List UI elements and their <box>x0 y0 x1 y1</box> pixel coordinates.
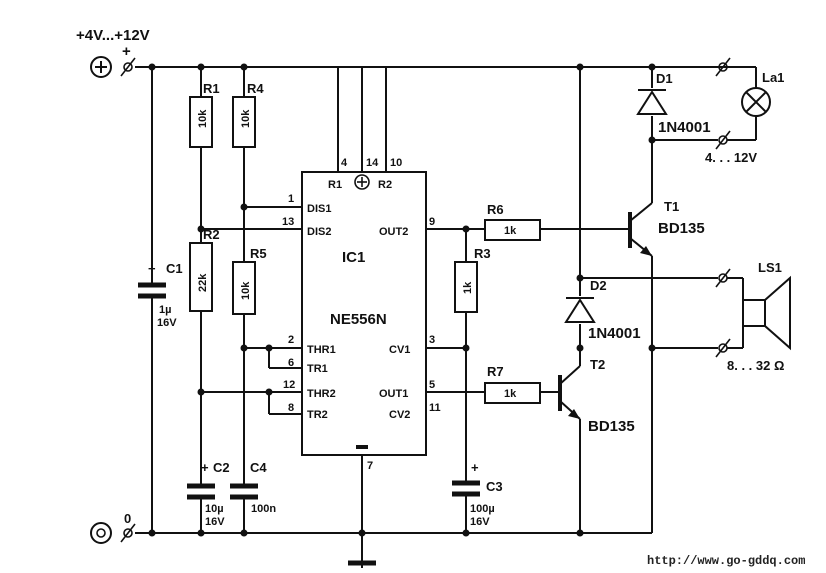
capacitor-c2: + C2 10µ 16V <box>187 460 230 533</box>
c3-plus: + <box>471 460 479 475</box>
c3-ref: C3 <box>486 479 503 494</box>
ic-pin-r1-name: R1 <box>328 179 342 191</box>
transistor-t1: T1 BD135 <box>628 199 705 257</box>
t1-part: BD135 <box>658 220 705 237</box>
r5-value: 10k <box>240 281 252 300</box>
c2-voltage: 16V <box>205 516 225 528</box>
r7-value: 1k <box>504 388 517 400</box>
c4-ref: C4 <box>250 460 267 475</box>
r1-value: 10k <box>197 109 209 128</box>
ic-pin-dis2: DIS2 <box>307 226 331 238</box>
speaker-impedance: 8. . . 32 Ω <box>727 358 784 373</box>
c1-plus: + <box>148 261 156 276</box>
ic-pin-10-num: 10 <box>390 157 402 169</box>
output-wiring-t1 <box>651 67 718 533</box>
ic-pin-out1: OUT1 <box>379 388 408 400</box>
ic-pin-1-num: 1 <box>288 193 294 205</box>
c3-value: 100µ <box>470 503 495 515</box>
resistor-r2: R2 22k <box>189 227 220 484</box>
ic-pin-r2-name: R2 <box>378 179 392 191</box>
resistor-r3: R3 1k <box>426 228 491 470</box>
c1-voltage: 16V <box>157 317 177 329</box>
c3-voltage: 16V <box>470 516 490 528</box>
c2-ref: C2 <box>213 460 230 475</box>
ground-terminal: 0 <box>90 511 136 544</box>
d2-ref: D2 <box>590 278 607 293</box>
ground-label: 0 <box>124 511 131 526</box>
lamp-la1: La1 4. . . 12V <box>705 57 784 165</box>
ic-left-wiring <box>201 206 302 415</box>
ic-pin-thr1: THR1 <box>307 344 336 356</box>
r2-value: 22k <box>197 273 209 292</box>
diode-d2: D2 1N4001 <box>564 278 641 342</box>
diode-d1: D1 1N4001 <box>636 71 711 136</box>
ic-pin-13-num: 13 <box>282 216 294 228</box>
speaker-ref: LS1 <box>758 260 782 275</box>
ic-pin-cv1: CV1 <box>389 344 410 356</box>
r2-ref: R2 <box>203 227 220 242</box>
ic-pin-cv2: CV2 <box>389 409 410 421</box>
ic-pin-11-num: 11 <box>429 402 441 414</box>
capacitor-c1: + C1 1µ 16V <box>138 67 183 533</box>
resistor-r6: R6 1k <box>466 202 628 241</box>
supply-plus-sign: + <box>122 43 131 60</box>
ic-pin-2-num: 2 <box>288 334 294 346</box>
r7-ref: R7 <box>487 364 504 379</box>
r1-ref: R1 <box>203 81 220 96</box>
ic-pin-4-num: 4 <box>341 157 348 169</box>
d2-part: 1N4001 <box>588 325 641 342</box>
c2-value: 10µ <box>205 503 224 515</box>
t1-ref: T1 <box>664 199 679 214</box>
capacitor-c4: C4 100n <box>230 460 276 533</box>
ic-pin-3-num: 3 <box>429 334 435 346</box>
r6-value: 1k <box>504 225 517 237</box>
resistor-r1: R1 10k <box>189 67 220 243</box>
ic-part: NE556N <box>330 311 387 328</box>
ic-pin-tr2: TR2 <box>307 409 328 421</box>
ic-pin-7-num: 7 <box>367 460 373 472</box>
ic-pin-5-num: 5 <box>429 379 435 391</box>
junction-dots <box>148 63 656 537</box>
lamp-voltage: 4. . . 12V <box>705 150 757 165</box>
c2-plus: + <box>201 460 209 475</box>
ic-pin-thr2: THR2 <box>307 388 336 400</box>
ic-pin-14-num: 14 <box>366 157 379 169</box>
t2-part: BD135 <box>588 418 635 435</box>
transistor-t2: T2 BD135 <box>558 357 635 435</box>
r3-value: 1k <box>462 281 474 294</box>
ic-pin-8-num: 8 <box>288 402 294 414</box>
ic1-ne556: 4 14 10 R1 R2 IC1 NE556N DIS1 DIS2 THR1 … <box>282 67 441 568</box>
ic-pin-out2: OUT2 <box>379 226 408 238</box>
d1-part: 1N4001 <box>658 119 711 136</box>
lamp-ref: La1 <box>762 70 784 85</box>
supply-voltage-label: +4V...+12V <box>76 27 150 44</box>
d1-ref: D1 <box>656 71 673 86</box>
ic-pin-9-num: 9 <box>429 216 435 228</box>
supply-terminal: +4V...+12V + <box>76 27 150 78</box>
ic-ref: IC1 <box>342 249 365 266</box>
c1-ref: C1 <box>166 261 183 276</box>
c4-value: 100n <box>251 503 276 515</box>
speaker-ls1: LS1 8. . . 32 Ω <box>580 260 791 373</box>
r5-ref: R5 <box>250 246 267 261</box>
r4-value: 10k <box>240 109 252 128</box>
capacitor-c3: + C3 100µ 16V <box>452 460 503 533</box>
ic-pin-6-num: 6 <box>288 357 294 369</box>
c1-value: 1µ <box>159 304 171 316</box>
r4-ref: R4 <box>247 81 264 96</box>
r6-ref: R6 <box>487 202 504 217</box>
ic-pin-dis1: DIS1 <box>307 203 331 215</box>
ic-pin-12-num: 12 <box>283 379 295 391</box>
resistor-r5: R5 10k <box>232 246 267 484</box>
ic-pin-tr1: TR1 <box>307 363 328 375</box>
t2-ref: T2 <box>590 357 605 372</box>
watermark-url: http://www.go-gddq.com <box>647 554 805 568</box>
resistor-r7: R7 1k <box>426 364 558 404</box>
resistor-r4: R4 10k <box>232 67 264 262</box>
r3-ref: R3 <box>474 246 491 261</box>
